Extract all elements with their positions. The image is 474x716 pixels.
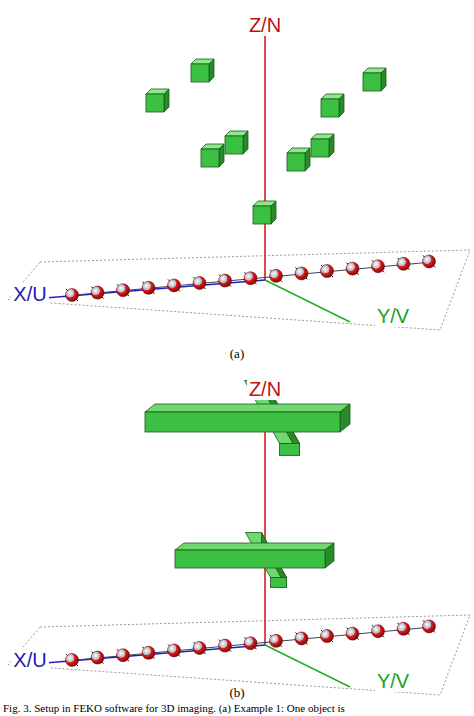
- antenna-tick: [347, 263, 359, 275]
- antenna-tick: [66, 654, 78, 666]
- antenna-tick: [143, 282, 155, 294]
- antenna-element: [372, 625, 385, 638]
- antenna-tick: [270, 635, 282, 647]
- z-axis: [264, 395, 266, 645]
- antenna-element: [219, 274, 232, 287]
- antenna-element: [244, 637, 257, 650]
- antenna-element: [295, 632, 308, 645]
- z-axis: [264, 30, 266, 280]
- antenna-element: [66, 289, 79, 302]
- antenna-tick: [423, 255, 435, 267]
- antenna-element: [423, 255, 436, 268]
- ground-plane: [8, 615, 470, 695]
- cross-bar: [145, 404, 350, 432]
- antenna-element: [321, 630, 334, 643]
- panel-a: [8, 30, 470, 330]
- antenna-tick: [66, 289, 78, 301]
- antenna-tick: [372, 260, 384, 272]
- antenna-tick: [245, 272, 257, 284]
- antenna-tick: [92, 287, 104, 299]
- cube-object: [191, 59, 214, 82]
- antenna-tick: [270, 270, 282, 282]
- antenna-element: [244, 272, 257, 285]
- antenna-element: [91, 651, 104, 664]
- antenna-tick: [92, 652, 104, 664]
- cube-object: [225, 131, 248, 154]
- antenna-element: [168, 644, 181, 657]
- antenna-element: [346, 627, 359, 640]
- antenna-tick: [423, 620, 435, 632]
- antenna-tick: [219, 275, 231, 287]
- antenna-tick: [296, 632, 308, 644]
- antenna-element: [321, 265, 334, 278]
- cross-bar: [175, 543, 334, 568]
- axis-label: Z/N: [247, 14, 283, 36]
- antenna-tick: [168, 279, 180, 291]
- cube-object: [321, 94, 344, 117]
- axis-label: Y/V: [375, 670, 411, 692]
- antenna-element: [270, 269, 283, 282]
- antenna-tick: [245, 637, 257, 649]
- antenna-element: [117, 649, 130, 662]
- panel-label: (b): [227, 686, 246, 700]
- antenna-element: [91, 286, 104, 299]
- antenna-tick: [168, 644, 180, 656]
- antenna-tick: [321, 630, 333, 642]
- y-axis: [265, 645, 350, 687]
- antenna-element: [219, 639, 232, 652]
- panel-b: [8, 381, 470, 696]
- antenna-element: [270, 634, 283, 647]
- axis-label: Z/N: [247, 378, 283, 400]
- antenna-tick: [398, 623, 410, 635]
- cube-object: [253, 201, 276, 224]
- cube-object: [287, 148, 310, 171]
- antenna-element: [117, 284, 130, 297]
- antenna-tick: [372, 625, 384, 637]
- antenna-element: [168, 279, 181, 292]
- axis-label: Y/V: [375, 305, 411, 327]
- antenna-element: [423, 620, 436, 633]
- cube-object: [201, 144, 224, 167]
- antenna-tick: [219, 640, 231, 652]
- cube-object: [146, 89, 169, 112]
- antenna-element: [193, 277, 206, 290]
- antenna-element: [397, 257, 410, 270]
- antenna-element: [397, 622, 410, 635]
- cube-object: [363, 68, 386, 91]
- cube-object: [311, 134, 334, 157]
- axis-label: X/U: [11, 283, 48, 305]
- antenna-tick: [194, 642, 206, 654]
- antenna-tick: [398, 258, 410, 270]
- antenna-tick: [321, 265, 333, 277]
- antenna-element: [142, 281, 155, 294]
- ground-plane: [8, 250, 470, 330]
- antenna-tick: [143, 647, 155, 659]
- antenna-element: [142, 646, 155, 659]
- antenna-element: [372, 260, 385, 273]
- antenna-tick: [296, 267, 308, 279]
- antenna-tick: [117, 649, 129, 661]
- antenna-tick: [347, 628, 359, 640]
- antenna-element: [193, 642, 206, 655]
- antenna-tick: [117, 284, 129, 296]
- y-axis: [265, 280, 350, 322]
- figure-caption: Fig. 3. Setup in FEKO software for 3D im…: [3, 702, 345, 714]
- panel-label: (a): [228, 347, 246, 361]
- antenna-element: [295, 267, 308, 280]
- antenna-element: [66, 654, 79, 667]
- axis-label: X/U: [11, 649, 48, 671]
- antenna-element: [346, 262, 359, 275]
- antenna-tick: [194, 277, 206, 289]
